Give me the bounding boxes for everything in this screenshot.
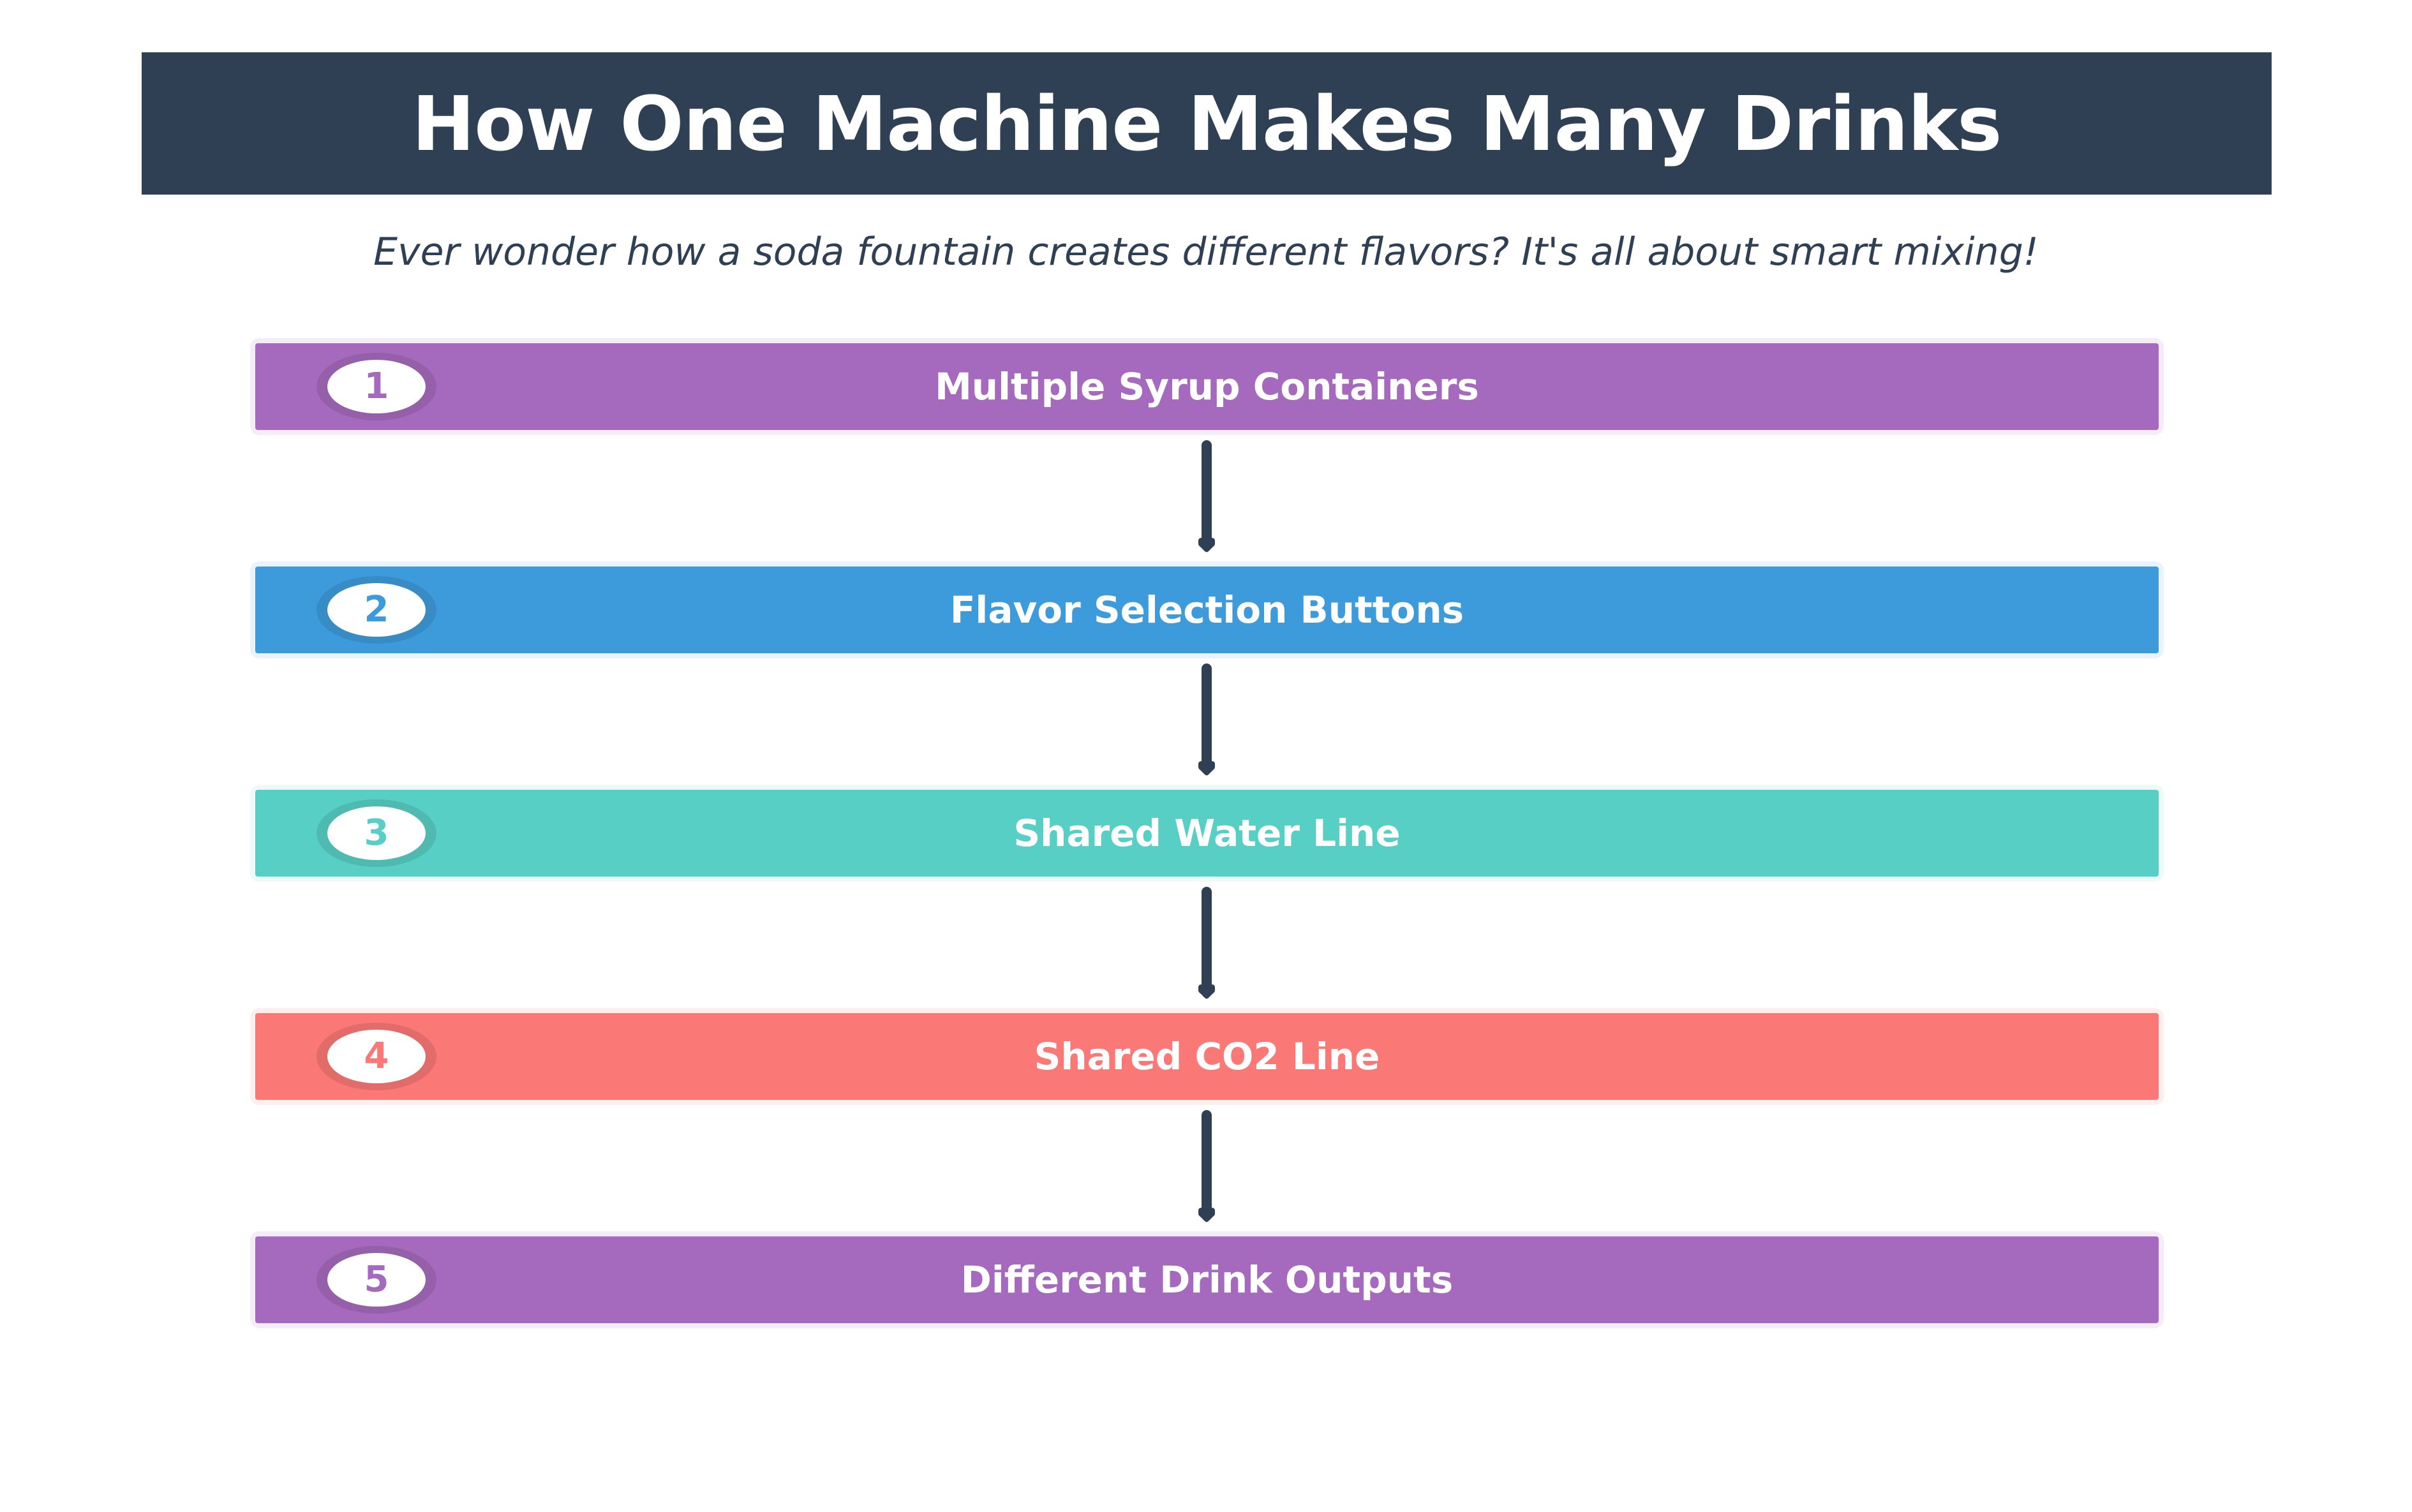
arrow-down-icon	[1194, 1202, 1219, 1227]
flow-connector-1-to-2	[1198, 440, 1215, 558]
step-number-badge: 4	[316, 1023, 436, 1090]
step-number: 5	[364, 1259, 389, 1300]
flow-connector-4-to-5	[1198, 1110, 1215, 1227]
flow-step-4[interactable]: 4 Shared CO2 Line	[250, 1008, 2164, 1105]
step-label: Multiple Syrup Containers	[935, 365, 1479, 408]
flow-step-5[interactable]: 5 Different Drink Outputs	[250, 1231, 2164, 1328]
page-title: How One Machine Makes Many Drinks	[412, 79, 2002, 168]
step-number-badge: 1	[316, 353, 436, 420]
step-number: 3	[364, 812, 389, 854]
connector-line	[1202, 1110, 1212, 1211]
connector-line	[1202, 440, 1212, 541]
step-label: Shared Water Line	[1013, 812, 1401, 855]
arrow-down-icon	[1194, 979, 1219, 1004]
page-subtitle: Ever wonder how a soda fountain creates …	[373, 230, 2039, 274]
step-label: Flavor Selection Buttons	[949, 588, 1464, 632]
step-number: 2	[364, 589, 389, 630]
step-bar: 2 Flavor Selection Buttons	[255, 567, 2159, 653]
step-number-badge-inner: 2	[327, 583, 426, 637]
flow-step-1[interactable]: 1 Multiple Syrup Containers	[250, 338, 2164, 435]
flow-step-3[interactable]: 3 Shared Water Line	[250, 785, 2164, 882]
step-number-badge-inner: 4	[327, 1030, 426, 1083]
step-number-badge: 5	[316, 1246, 436, 1314]
flow-connector-3-to-4	[1198, 887, 1215, 1004]
arrow-down-icon	[1194, 532, 1219, 558]
step-bar: 5 Different Drink Outputs	[255, 1236, 2159, 1323]
connector-line	[1202, 663, 1212, 764]
step-number-badge-inner: 3	[327, 806, 426, 860]
step-number-badge: 2	[316, 576, 436, 644]
connector-line	[1202, 887, 1212, 988]
step-label: Shared CO2 Line	[1034, 1035, 1380, 1078]
step-number-badge: 3	[316, 799, 436, 867]
arrow-down-icon	[1194, 755, 1219, 781]
flow-step-2[interactable]: 2 Flavor Selection Buttons	[250, 561, 2164, 658]
step-number: 4	[364, 1035, 389, 1077]
header-banner: How One Machine Makes Many Drinks	[142, 52, 2272, 195]
step-number-badge-inner: 5	[327, 1253, 426, 1307]
step-number-badge-inner: 1	[327, 360, 426, 413]
step-bar: 1 Multiple Syrup Containers	[255, 343, 2159, 430]
step-number: 1	[364, 366, 389, 407]
flow-connector-2-to-3	[1198, 663, 1215, 781]
step-label: Different Drink Outputs	[960, 1258, 1454, 1301]
step-bar: 3 Shared Water Line	[255, 790, 2159, 877]
step-bar: 4 Shared CO2 Line	[255, 1013, 2159, 1100]
